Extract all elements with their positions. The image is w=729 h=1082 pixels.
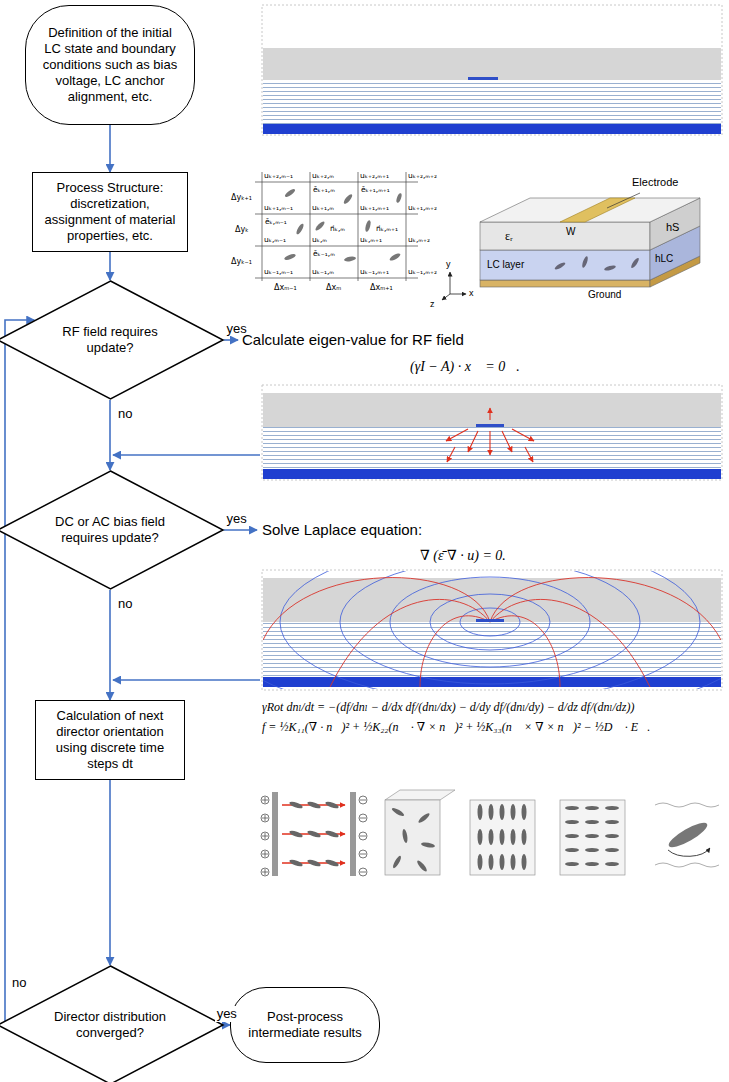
grid-node-label: uₖ₊₂,ₘ — [312, 171, 334, 180]
step-note: Solve Laplace equation: — [262, 521, 422, 539]
potential-plot — [210, 522, 729, 722]
grid-spacing-label: Δyₖ₋₁ — [231, 257, 252, 267]
grid-vector-label: n⃗ₖ,ₘ₊₁ — [376, 224, 398, 233]
node-text: Definition of the initial LC state and b… — [40, 25, 180, 105]
axis-label: z — [430, 299, 435, 310]
return-arrow — [113, 679, 260, 681]
grid-node-label: uₖ,ₘ₋₁ — [264, 235, 286, 244]
grid-spacing-label: Δxₘ — [326, 283, 341, 293]
grid-spacing-label: Δxₘ₋₁ — [274, 283, 297, 293]
flow-arrow — [109, 400, 111, 470]
node-text: Process Structure: discretization, assig… — [43, 180, 177, 244]
structure-3d — [442, 193, 700, 300]
grid-node-label: uₖ₋₁,ₘ₊₂ — [408, 267, 437, 276]
grid-node-label: uₖ₊₂,ₘ₊₁ — [360, 171, 389, 180]
axis-label: y — [446, 259, 451, 270]
grid-node-label: uₖ,ₘ₊₂ — [408, 235, 430, 244]
decision-diamond: RF field requires update? — [0, 280, 224, 400]
node-text: Post-process intermediate results — [245, 1009, 365, 1041]
equation: ∇ (ε̄ ∇ · u) = 0. — [420, 548, 506, 565]
axis-label: x — [469, 288, 474, 299]
decision-diamond: DC or AC bias field requires update? — [0, 470, 224, 590]
part-label: εᵣ — [505, 229, 513, 243]
grid-node-label: uₖ,ₘ — [312, 235, 327, 244]
grid-node-label: uₖ₊₁,ₘ₊₂ — [408, 203, 437, 212]
node-text-wrap: Director distribution converged? — [46, 1009, 174, 1041]
grid-node-label: uₖ₋₁,ₘ₋₁ — [264, 267, 293, 276]
grid-vector-label: ēₖ₊₁,ₘ₊₁ — [361, 185, 390, 194]
node-text: Calculation of next director orientation… — [46, 708, 174, 772]
node-text: DC or AC bias field requires update? — [46, 514, 174, 546]
flow-arrow — [109, 125, 111, 172]
part-label: LC layer — [487, 259, 524, 271]
dimension-label: hLC — [655, 253, 673, 265]
yes-arrow — [224, 529, 258, 531]
yes-arrow — [224, 339, 239, 341]
director-rods — [284, 188, 403, 262]
edge-label: no — [10, 975, 28, 991]
discretization-grid — [255, 172, 418, 281]
grid-vector-label: ēₖ,ₘ₋₁ — [265, 217, 287, 226]
edge-label: yes — [215, 1006, 239, 1022]
process-box: Process Structure: discretization, assig… — [32, 172, 188, 252]
terminal-node: Post-process intermediate results — [230, 987, 380, 1063]
dimension-label: hS — [666, 221, 679, 234]
terminal-node: Definition of the initial LC state and b… — [25, 5, 195, 125]
flow-arrow — [109, 252, 111, 280]
lc-cross-section — [262, 5, 722, 135]
grid-node-label: uₖ₊₂,ₘ₋₁ — [264, 171, 293, 180]
edge-label: no — [116, 596, 134, 612]
grid-node-label: uₖ₊₁,ₘ₋₁ — [264, 203, 293, 212]
node-text-wrap: RF field requires update? — [46, 324, 174, 356]
lc-phase-icons — [261, 790, 719, 876]
grid-node-label: uₖ₋₁,ₘ₊₁ — [360, 267, 389, 276]
flow-arrow — [109, 780, 111, 965]
part-label: Electrode — [632, 176, 678, 189]
equation: f = ½K₁₁(∇ · n⃗)² + ½K₂₂(n⃗ · ∇ × n⃗)² +… — [262, 720, 717, 734]
equation: (γI − A) · x⃗ = 0⃗. — [410, 359, 520, 376]
flow-arrow — [109, 590, 111, 700]
grid-vector-label: ēₖ₋₁,ₘ — [313, 249, 335, 258]
dimension-label: W — [566, 226, 575, 238]
grid-vector-label: ēₖ₊₁,ₘ — [313, 185, 335, 194]
branch-label: yes — [227, 511, 247, 527]
grid-node-label: uₖ₊₂,ₘ₊₂ — [408, 171, 437, 180]
rf-field-plot — [262, 385, 722, 480]
node-text: Director distribution converged? — [46, 1009, 174, 1041]
part-label: Ground — [588, 289, 621, 301]
grid-spacing-label: Δxₘ₊₁ — [370, 283, 393, 293]
decision-diamond: Director distribution converged? — [0, 965, 224, 1082]
node-text: RF field requires update? — [46, 324, 174, 356]
step-note: Calculate eigen-value for RF field — [242, 331, 464, 349]
edge-label: no — [116, 406, 134, 422]
grid-vector-label: n⃗ₖ,ₘ — [330, 224, 345, 233]
grid-spacing-label: Δyₖ — [235, 225, 249, 235]
grid-node-label: uₖ₊₁,ₘ₊₁ — [360, 203, 389, 212]
return-arrow — [113, 454, 260, 456]
grid-node-label: uₖ₋₁,ₘ — [312, 267, 334, 276]
flow-arrow — [0, 320, 34, 1025]
grid-node-label: uₖ,ₘ₊₁ — [360, 235, 382, 244]
equation: γRot dnₗ/dt = −(df/dnₗ − d/dx df/(dnₗ/dx… — [262, 700, 717, 714]
node-text-wrap: DC or AC bias field requires update? — [46, 514, 174, 546]
grid-node-label: uₖ₊₁,ₘ — [312, 203, 334, 212]
grid-spacing-label: Δyₖ₊₁ — [231, 193, 252, 203]
process-box: Calculation of next director orientation… — [35, 700, 185, 780]
